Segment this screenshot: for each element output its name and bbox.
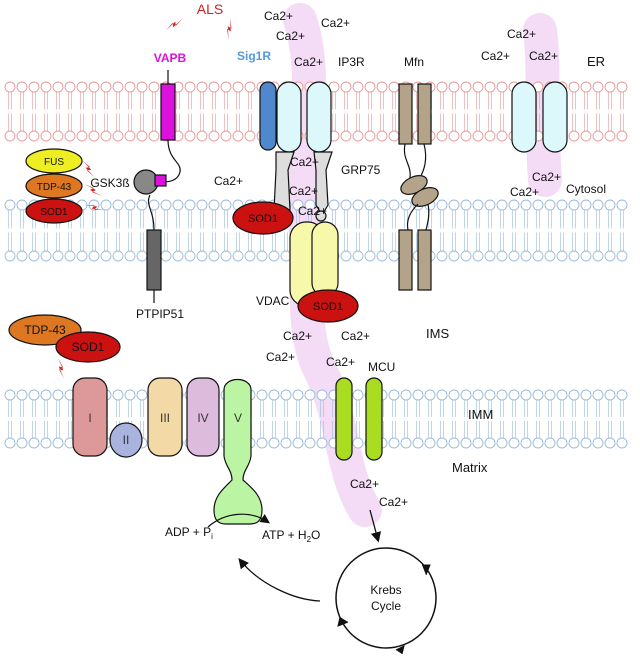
bolt-vapb bbox=[165, 18, 183, 31]
tdp43-label-top: TDP-43 bbox=[37, 182, 72, 193]
gsk3b-label: GSK3ß bbox=[90, 176, 129, 190]
mcu-label: MCU bbox=[368, 360, 395, 374]
matrix-label: Matrix bbox=[452, 460, 488, 475]
tdp43-label-mito: TDP-43 bbox=[24, 323, 66, 337]
ptpip51-label: PTPIP51 bbox=[136, 307, 184, 321]
vapb-label: VAPB bbox=[154, 51, 187, 65]
vdac-label: VDAC bbox=[256, 294, 290, 308]
grp75-label: GRP75 bbox=[341, 163, 381, 177]
ims-label: IMS bbox=[426, 326, 449, 341]
bolt-tdp43 bbox=[84, 184, 102, 196]
ip3r-left bbox=[276, 81, 302, 153]
sod1-label-top: SOD1 bbox=[40, 207, 68, 218]
svg-text:Ca2+: Ca2+ bbox=[350, 477, 379, 491]
svg-text:Ca2+: Ca2+ bbox=[276, 29, 305, 43]
svg-text:Ca2+: Ca2+ bbox=[379, 495, 408, 509]
grp75-right bbox=[313, 151, 333, 217]
svg-text:Ca2+: Ca2+ bbox=[326, 355, 355, 369]
sig1r-label: Sig1R bbox=[237, 49, 271, 63]
krebs-cycle-circle bbox=[335, 547, 437, 649]
complex-iii bbox=[147, 377, 183, 457]
svg-text:Ca2+: Ca2+ bbox=[481, 49, 510, 63]
krebs-line1: Krebs bbox=[370, 583, 401, 597]
calcium-to-krebs-arrow bbox=[369, 509, 382, 543]
svg-text:Ca2+: Ca2+ bbox=[290, 155, 319, 169]
svg-text:Ca2+: Ca2+ bbox=[532, 170, 561, 184]
atp-arrow bbox=[207, 513, 270, 528]
complex-v-label: V bbox=[234, 411, 242, 425]
gsk3b-protein bbox=[133, 169, 159, 195]
complex-iv-label: IV bbox=[197, 411, 208, 425]
svg-text:Ca2+: Ca2+ bbox=[529, 49, 558, 63]
krebs-to-atp-arrow bbox=[238, 557, 321, 602]
bolt-fus bbox=[82, 160, 95, 178]
svg-text:Ca2+: Ca2+ bbox=[266, 350, 295, 364]
complex-iii-label: III bbox=[160, 411, 170, 425]
bolt-sod1 bbox=[84, 205, 106, 211]
bolt-complex-i bbox=[58, 358, 65, 379]
ptpip51-protein bbox=[146, 229, 162, 291]
bolt-sig1r bbox=[227, 18, 232, 40]
ip3r-label: IP3R bbox=[338, 55, 365, 69]
sod1-protein-mito bbox=[55, 331, 121, 363]
mcu-left bbox=[335, 377, 353, 461]
er-channel-left bbox=[511, 81, 537, 153]
complex-i-label: I bbox=[88, 411, 91, 425]
er-label: ER bbox=[587, 54, 605, 69]
sod1-vdac-top bbox=[232, 201, 294, 235]
als-title: ALS bbox=[197, 1, 223, 17]
sod1-protein-top bbox=[25, 198, 83, 224]
svg-text:Ca2+: Ca2+ bbox=[264, 9, 293, 23]
ip3r-right bbox=[306, 81, 332, 153]
complex-ii-label: II bbox=[123, 433, 130, 447]
imm-label: IMM bbox=[468, 407, 493, 422]
complex-iv bbox=[186, 377, 220, 457]
vapb-protein bbox=[160, 83, 176, 141]
sod1-vdac-bottom bbox=[297, 289, 359, 323]
sod1-vdac-top-label: SOD1 bbox=[248, 213, 278, 225]
cytosol-label: Cytosol bbox=[566, 182, 606, 196]
mcu-right bbox=[365, 377, 383, 461]
svg-text:Ca2+: Ca2+ bbox=[341, 329, 370, 343]
complex-ii bbox=[109, 422, 143, 458]
svg-text:Ca2+: Ca2+ bbox=[507, 27, 536, 41]
mfn-label: Mfn bbox=[404, 55, 424, 69]
svg-text:Ca2+: Ca2+ bbox=[294, 55, 323, 69]
vdac-right bbox=[311, 221, 339, 297]
lightning-bolts bbox=[58, 18, 232, 379]
svg-text:Ca2+: Ca2+ bbox=[214, 174, 243, 188]
er-channel-right bbox=[542, 81, 568, 153]
svg-text:Ca2+: Ca2+ bbox=[289, 184, 318, 198]
svg-text:Ca2+: Ca2+ bbox=[321, 16, 350, 30]
fus-protein bbox=[25, 148, 83, 174]
sod1-label-mito: SOD1 bbox=[72, 340, 105, 354]
reaction-right: ATP + H2O bbox=[262, 528, 320, 544]
outer-mitochondrial-membrane bbox=[4, 199, 628, 262]
complex-i bbox=[72, 377, 108, 457]
krebs-line2: Cycle bbox=[371, 599, 401, 613]
sod1-vdac-bottom-label: SOD1 bbox=[313, 301, 343, 313]
tdp43-protein-top bbox=[25, 173, 83, 199]
fus-label: FUS bbox=[44, 157, 64, 168]
svg-text:Ca2+: Ca2+ bbox=[510, 185, 539, 199]
complex-v bbox=[213, 378, 263, 525]
svg-text:Ca2+: Ca2+ bbox=[283, 329, 312, 343]
sig1r-protein bbox=[259, 81, 277, 151]
reaction-left: ADP + Pi bbox=[165, 525, 213, 541]
svg-text:Ca2+: Ca2+ bbox=[298, 204, 327, 218]
calcium-labels: Ca2+ Ca2+ Ca2+ Ca2+ Ca2+ Ca2+ Ca2+ Ca2+ … bbox=[214, 9, 561, 509]
